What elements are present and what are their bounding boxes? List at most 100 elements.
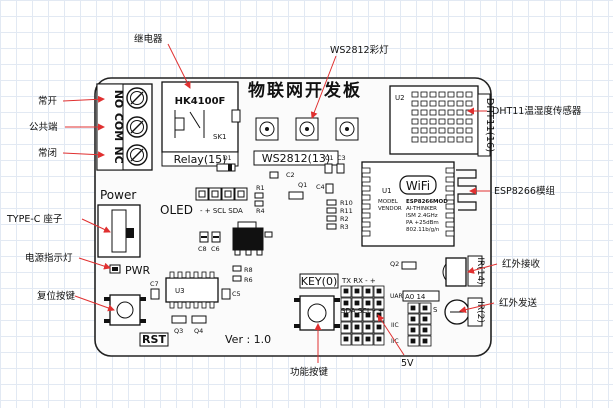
ws2812-led-1 — [255, 117, 279, 141]
dht-vent-slot — [429, 118, 437, 125]
header-pin-hole — [376, 336, 382, 342]
u3-pin — [209, 271, 215, 279]
header-pin-hole — [343, 288, 349, 294]
esp-pin — [445, 212, 455, 219]
q1-ref: Q1 — [298, 181, 307, 189]
u3-pin — [209, 301, 215, 309]
dht-vent-slot — [465, 91, 473, 98]
dht-vent-slot — [447, 100, 455, 107]
dht-vent-slot — [465, 100, 473, 107]
u3-pin — [177, 301, 183, 309]
dht-vent-slot — [411, 118, 419, 125]
dht-vent-slot — [429, 91, 437, 98]
header-pin-hole — [365, 312, 371, 318]
callout-relay: 继电器 — [134, 33, 163, 45]
callout-esp: ESP8266模组 — [494, 185, 555, 197]
esp-line-0: MODEL — [378, 199, 399, 205]
relay: HK4100F SK1 Relay(15) — [161, 81, 241, 167]
ws2812-label: WS2812(13) — [262, 152, 330, 165]
dht-vent-slot — [438, 91, 446, 98]
dht-vent-slot — [411, 109, 419, 116]
dht-vent-slot — [438, 118, 446, 125]
terminal-screw-nc — [126, 144, 148, 166]
dht-vent-slot — [411, 100, 419, 107]
tx-rx-label: TX RX - + — [341, 277, 376, 285]
r8-ref: R8 — [244, 266, 253, 274]
adc-grid — [407, 302, 432, 347]
c7-ref: C7 — [150, 280, 159, 288]
adc-pin-hole — [422, 338, 428, 344]
terminal-label-no: NO — [112, 90, 125, 109]
pwr-label: PWR — [125, 264, 151, 277]
dht-vent-slot — [456, 91, 464, 98]
esp-pin — [445, 230, 455, 237]
ic-u3: U3 — [165, 271, 219, 309]
header-pin-hole — [354, 312, 360, 318]
dht-vent-slot — [411, 127, 419, 134]
terminal-screw-no — [126, 87, 148, 109]
u3-pin — [201, 301, 207, 309]
header-pin-hole — [376, 288, 382, 294]
c6-ref: C6 — [211, 245, 220, 253]
header-pin-hole — [365, 300, 371, 306]
callout-no: 常开 — [38, 95, 58, 107]
callout-power-led: 电源指示灯 — [25, 252, 73, 264]
d1-ref: D1 — [223, 155, 232, 162]
header-pins: TX RX - + UART SDA SCL - + IIC IIC A0 14… — [340, 277, 440, 347]
dht-label: DHT11(16) — [484, 98, 495, 153]
r10-ref: R10 — [340, 199, 353, 207]
dht-ref: U2 — [395, 94, 405, 102]
header-pin-hole — [354, 300, 360, 306]
terminal-screw-com — [126, 116, 148, 138]
esp-line-5: PA +25dBm — [406, 220, 439, 226]
header-pin-hole — [354, 324, 360, 330]
r4-ref: R4 — [256, 207, 265, 215]
dht-vent-slot — [438, 136, 446, 143]
u3-pin — [201, 271, 207, 279]
relay-model: HK4100F — [175, 96, 226, 107]
dht-vent-slot — [429, 127, 437, 134]
c3-ref: C3 — [337, 154, 346, 162]
header-pin-hole — [365, 324, 371, 330]
u3-pin — [193, 271, 199, 279]
dht-vent-slot — [429, 136, 437, 143]
esp-pin — [361, 167, 371, 174]
terminal-block: NO COM NC — [96, 83, 153, 171]
dht-vent-slot — [411, 91, 419, 98]
diode-d1: D1 — [216, 155, 236, 172]
ws2812-led-2 — [295, 117, 319, 141]
passives-mid: C1 C3 C4 R10 R11 R2 R3 — [316, 154, 353, 231]
esp-pin — [361, 203, 371, 210]
header-pin-hole — [343, 336, 349, 342]
r2-ref: R2 — [340, 215, 349, 223]
cap-c6 — [211, 231, 221, 243]
esp-line-2: ESP8266MOD — [406, 199, 448, 205]
q4-ref: Q4 — [194, 327, 203, 335]
c5-ref: C5 — [232, 290, 241, 298]
relay-label: Relay(15) — [174, 153, 227, 166]
adc-pin-hole — [410, 316, 416, 322]
u3-pin — [169, 271, 175, 279]
dht-vent-slot — [456, 100, 464, 107]
dht-vent-slot — [447, 136, 455, 143]
esp-pin — [445, 185, 455, 192]
header-pin-hole — [343, 324, 349, 330]
esp8266-module: U1 WiFi MODEL VENDOR ESP8266MOD AI-THINK… — [361, 161, 477, 247]
c1-ref: C1 — [325, 154, 334, 162]
r3-ref: R3 — [340, 223, 349, 231]
u3-pins — [169, 271, 215, 309]
u3-pin — [169, 301, 175, 309]
callout-dht11: DHT11温湿度传感器 — [492, 105, 582, 117]
dht-vent-slot — [447, 127, 455, 134]
esp-pin — [445, 167, 455, 174]
dht-vent-slot — [429, 109, 437, 116]
u3-pin — [177, 271, 183, 279]
dht-vent-slot — [420, 127, 428, 134]
r1-ref: R1 — [256, 184, 265, 192]
header-pin-hole — [376, 324, 382, 330]
adc-pin-hole — [410, 305, 416, 311]
reset-button[interactable] — [104, 294, 146, 326]
esp-pin — [445, 176, 455, 183]
function-key-button[interactable]: KEY(0) — [294, 273, 340, 331]
